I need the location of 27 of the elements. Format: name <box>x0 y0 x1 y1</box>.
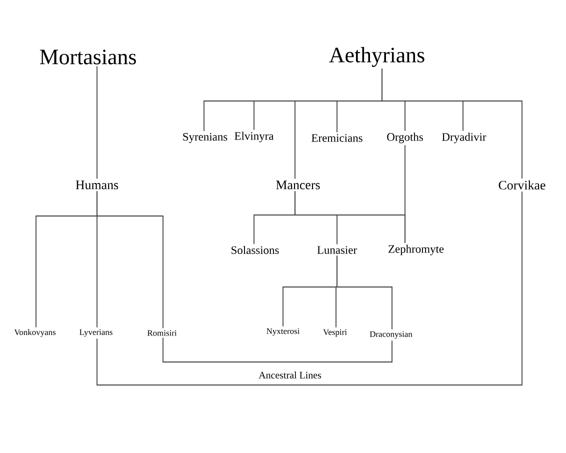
name-label: Draconysian <box>370 331 412 339</box>
tree-line <box>96 190 164 329</box>
name-label: Lunasier <box>317 246 357 254</box>
name-label: Lyverians <box>80 329 112 337</box>
ancestral-line <box>162 337 392 362</box>
tree-line <box>404 144 406 244</box>
name-label: Humans <box>76 180 118 190</box>
name-label: Mortasians <box>40 50 136 64</box>
tree-line <box>382 68 522 179</box>
name-label: Aethyrians <box>329 47 424 67</box>
ancestral-line <box>96 191 522 386</box>
name-label: Solassions <box>232 246 279 254</box>
line-label: Ancestral Lines <box>258 371 322 378</box>
name-label: Vonkovyans <box>14 329 56 337</box>
name-label: Dryadivir <box>442 132 486 144</box>
name-label: Eremicians <box>312 134 362 142</box>
tree-line <box>96 66 98 180</box>
name-label: Syrenians <box>183 132 228 144</box>
name-label: Vespiri <box>323 329 347 337</box>
name-label: Nyxterosi <box>266 328 300 336</box>
name-label: Elvinyra <box>234 132 274 142</box>
name-label: Romisiri <box>147 330 177 336</box>
name-label: Zephromyte <box>388 244 444 256</box>
name-label: Corvikae <box>498 180 546 190</box>
name-label: Mancers <box>276 180 320 190</box>
tree-line <box>336 255 392 330</box>
name-label: Orgoths <box>387 132 423 144</box>
